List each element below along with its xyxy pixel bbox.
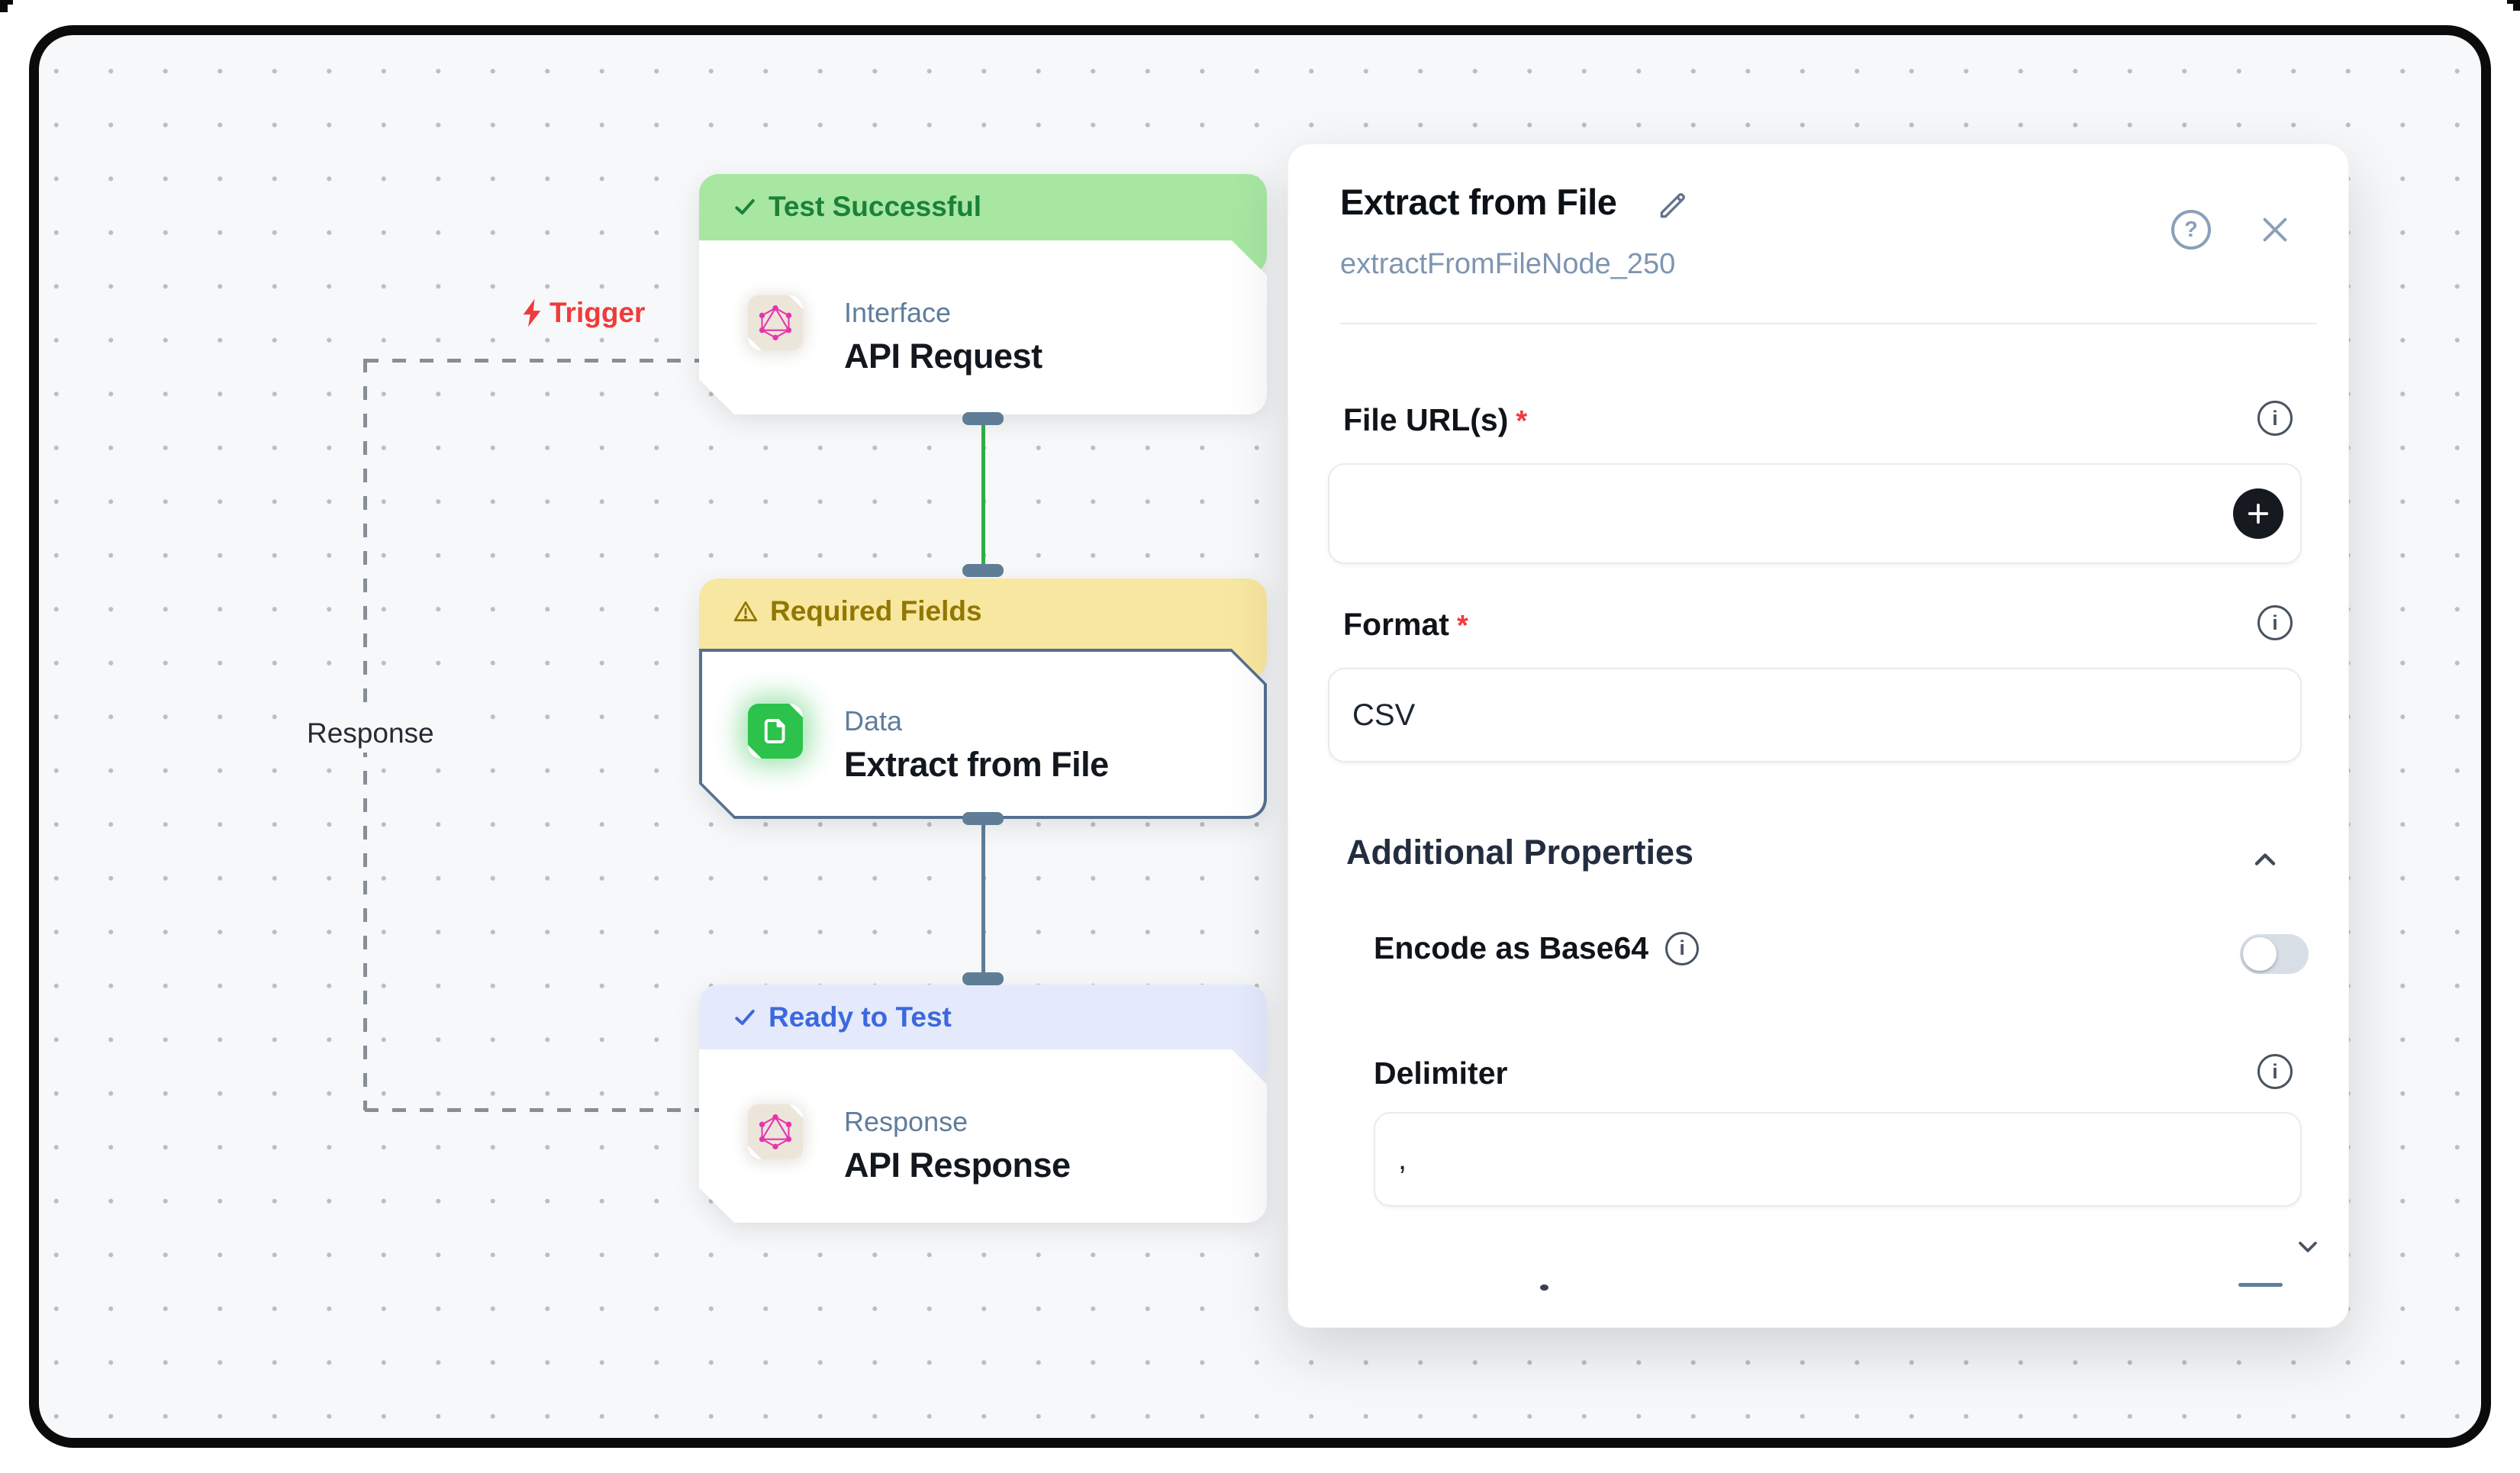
encode-base64-info-icon[interactable]: i xyxy=(1665,931,1700,965)
partial-next-field-dot xyxy=(1540,1284,1548,1291)
node-category: Interface xyxy=(844,297,952,328)
node-extract-from-file[interactable]: Required Fields Data Extrac xyxy=(699,579,1267,819)
node-api-request[interactable]: Test Successful xyxy=(699,174,1267,414)
node-title: Extract from File xyxy=(844,745,1109,784)
encode-base64-row: Encode as Base64 i xyxy=(1374,930,1700,966)
node-status-text: Ready to Test xyxy=(769,1001,952,1033)
file-icon xyxy=(748,704,803,759)
divider xyxy=(1340,323,2317,324)
file-urls-input[interactable] xyxy=(1328,463,2302,564)
trigger-edge-label: Trigger xyxy=(519,297,645,329)
delimiter-info-icon[interactable]: i xyxy=(2257,1054,2293,1089)
partial-next-field-line xyxy=(2238,1283,2283,1287)
response-edge-label: Response xyxy=(296,714,445,753)
format-select[interactable]: CSV xyxy=(1328,668,2317,1252)
check-icon xyxy=(733,1005,757,1030)
connection-request-to-extract[interactable] xyxy=(981,418,985,571)
encode-base64-toggle[interactable] xyxy=(2240,934,2309,974)
lightning-bolt-icon xyxy=(519,298,545,328)
warning-icon xyxy=(733,599,759,624)
corner-artifact-top-right-2 xyxy=(2513,0,2520,11)
file-urls-label: File URL(s)* xyxy=(1343,402,1528,437)
format-info-icon[interactable]: i xyxy=(2257,605,2293,640)
workflow-canvas[interactable]: Trigger Response Test Successful xyxy=(29,25,2491,1448)
format-selected-value: CSV xyxy=(1352,698,1416,732)
file-urls-info-icon[interactable]: i xyxy=(2257,401,2293,436)
graphql-icon xyxy=(748,1104,803,1159)
response-edge-line xyxy=(365,1108,702,1112)
encode-base64-label: Encode as Base64 xyxy=(1374,930,1649,965)
graphql-icon xyxy=(748,295,803,350)
trigger-edge-line xyxy=(365,359,701,363)
output-handle-extract[interactable] xyxy=(962,812,1004,825)
node-id-subtitle: extractFromFileNode_250 xyxy=(1340,248,1676,280)
format-label: Format* xyxy=(1343,607,1468,642)
node-category: Response xyxy=(844,1106,968,1137)
node-title: API Response xyxy=(844,1146,1071,1185)
node-category: Data xyxy=(844,705,903,736)
input-handle-api-response[interactable] xyxy=(962,972,1004,985)
delimiter-label: Delimiter xyxy=(1374,1056,1508,1091)
node-api-response[interactable]: Ready to Test xyxy=(699,985,1267,1223)
panel-title: Extract from File xyxy=(1340,182,1617,222)
toggle-knob xyxy=(2243,937,2277,971)
close-panel-button[interactable] xyxy=(2257,212,2293,247)
additional-properties-heading[interactable]: Additional Properties xyxy=(1346,833,1694,872)
node-body-selected: Data Extract from File xyxy=(699,649,1267,819)
add-file-url-button[interactable] xyxy=(2233,488,2283,539)
node-title: API Request xyxy=(844,337,1042,376)
required-asterisk: * xyxy=(1456,610,1468,642)
input-handle-extract[interactable] xyxy=(962,564,1004,577)
edit-title-icon[interactable] xyxy=(1656,189,1690,222)
chevron-up-icon[interactable] xyxy=(2248,843,2282,877)
connection-extract-to-response[interactable] xyxy=(981,818,985,977)
node-body: Response API Response xyxy=(699,1049,1267,1223)
config-panel: Extract from File ? extractFromFileNode_… xyxy=(1287,143,2349,1328)
chevron-down-icon xyxy=(2293,1231,2323,1262)
delimiter-input[interactable] xyxy=(1374,1112,2302,1207)
required-asterisk: * xyxy=(1516,405,1528,437)
node-status-text: Test Successful xyxy=(769,191,981,222)
output-handle-api-request[interactable] xyxy=(962,412,1004,425)
check-icon xyxy=(733,195,757,219)
help-button[interactable]: ? xyxy=(2171,210,2211,250)
node-body: Interface API Request xyxy=(699,240,1267,414)
node-status-text: Required Fields xyxy=(770,595,982,627)
corner-artifact-top-left-2 xyxy=(0,0,8,12)
